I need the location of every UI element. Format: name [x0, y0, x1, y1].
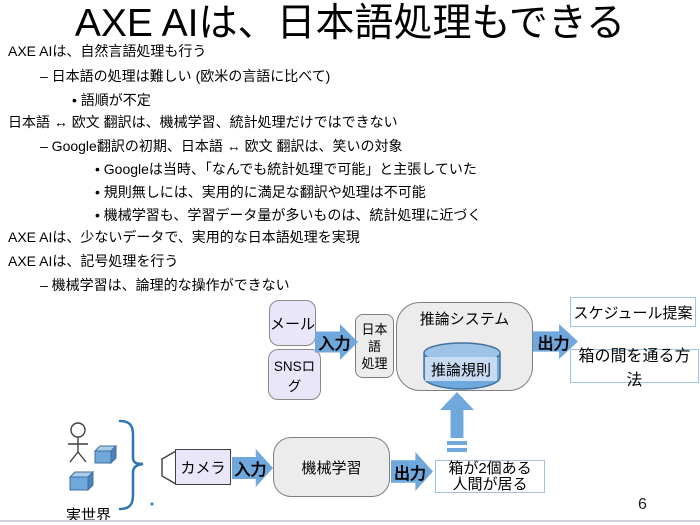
page-title: AXE AIは、日本語処理もできる: [74, 2, 626, 45]
inference-rules-label: 推論規則: [425, 357, 497, 381]
path-between-boxes-label: 箱の間を通る方法: [578, 348, 691, 389]
bullet-line: AXE AIは、自然言語処理も行う: [8, 43, 207, 59]
bullet-line: – 日本語の処理は難しい (欧米の言語に比べて): [40, 68, 331, 84]
slide-bottom-edge: [0, 520, 700, 522]
real-world-scene: [68, 419, 177, 511]
output-arrow-bottom: 出力: [391, 452, 433, 491]
cube-icon: [93, 444, 118, 465]
bullet-line: – 機械学習は、論理的な操作ができない: [40, 277, 290, 293]
up-arrow-dash: [447, 441, 467, 445]
sns-log-box: SNSログ: [268, 349, 321, 400]
machine-learning-box: 機械学習: [273, 437, 390, 497]
input-arrow-top: 入力: [315, 324, 358, 360]
bullet-line: – Google翻訳の初期、日本語 ↔ 欧文 翻訳は、笑いの対象: [40, 138, 403, 154]
japanese-processing-line1: 日本語: [361, 321, 388, 354]
small-dot: [150, 502, 154, 506]
machine-learning-label: 機械学習: [301, 459, 362, 477]
schedule-proposal-box: スケジュール提案: [570, 297, 696, 327]
input-arrow-bottom: 入力: [232, 449, 273, 487]
inference-system-label: 推論システム: [419, 311, 510, 328]
stick-figure-icon: [68, 422, 88, 463]
bullet-line: • 語順が不定: [72, 92, 151, 108]
japanese-processing-line2: 処理: [361, 355, 388, 371]
up-arrow-dash: [447, 448, 467, 452]
cube-icon: [68, 470, 95, 492]
detection-line2: 人間が居る: [452, 475, 528, 493]
output-arrow-label: 出力: [393, 465, 426, 483]
input-arrow-label: 入力: [318, 336, 351, 353]
camera-lens-icon: [161, 449, 177, 486]
output-arrow-label: 出力: [537, 335, 570, 353]
up-arrow-icon: [440, 392, 474, 438]
curly-brace: [118, 419, 144, 511]
camera-box: カメラ: [175, 449, 231, 485]
detection-line1: 箱が2個ある: [448, 459, 532, 477]
schedule-proposal-label: スケジュール提案: [573, 304, 693, 322]
page-number: 6: [638, 496, 647, 513]
output-arrow-top: 出力: [533, 324, 578, 359]
bullet-line: • Googleは当時、「なんでも統計処理で可能」と主張していた: [95, 161, 477, 177]
bullet-line: 日本語 ↔ 欧文 翻訳は、機械学習、統計処理だけではできない: [8, 114, 398, 130]
bullet-line: AXE AIは、少ないデータで、実用的な日本語処理を実現: [8, 229, 360, 245]
detection-result-box: 箱が2個ある 人間が居る: [435, 460, 545, 493]
sns-label: SNSログ: [273, 358, 316, 394]
mail-label: メール: [270, 315, 316, 333]
mail-box: メール: [269, 300, 316, 346]
camera-label: カメラ: [180, 459, 226, 477]
path-between-boxes-box: 箱の間を通る方法: [570, 348, 699, 389]
input-arrow-label: 入力: [234, 462, 267, 479]
bullet-line: • 規則無しには、実用的に満足な翻訳や処理は不可能: [95, 184, 426, 200]
japanese-processing-box: 日本語 処理: [355, 314, 394, 378]
bullet-line: • 機械学習も、学習データ量が多いものは、統計処理に近づく: [95, 207, 482, 223]
real-world-label: 実世界: [66, 507, 112, 524]
bullet-line: AXE AIは、記号処理を行う: [8, 253, 179, 269]
